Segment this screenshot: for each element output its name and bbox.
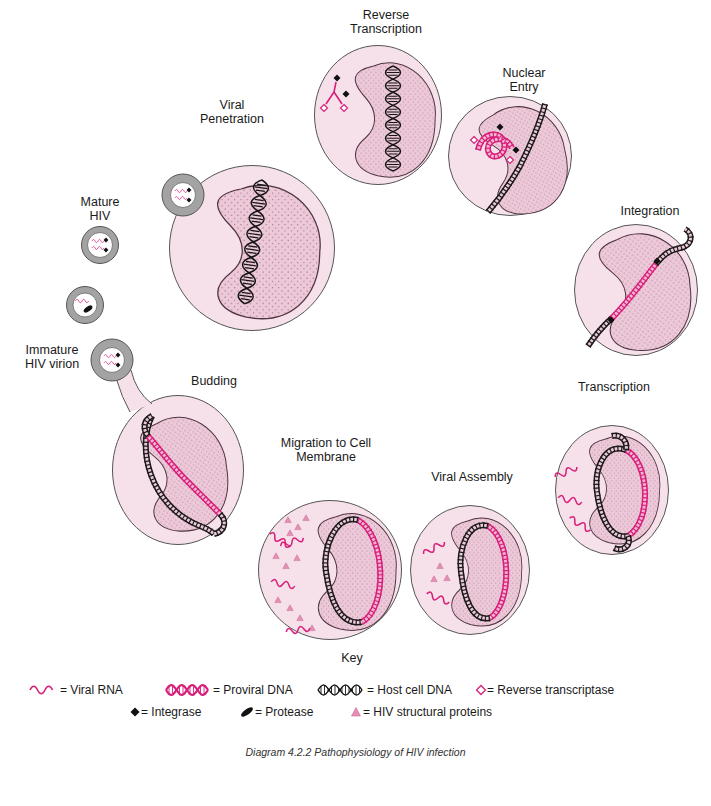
- legend-text: = Protease: [255, 705, 313, 719]
- proviral-dna-sample: [172, 686, 173, 694]
- proviral-dna-sample: [204, 686, 205, 694]
- legend-sample: [351, 704, 363, 720]
- host-dna-sample: [321, 687, 322, 694]
- proviral-dna-sample: [176, 689, 177, 690]
- proviral-dna-sample: [207, 689, 208, 690]
- cell-stage: Migration to Cell Membrane: [258, 500, 402, 640]
- viral-rna-sample: [30, 686, 53, 694]
- legend-text: = HIV structural proteins: [363, 705, 492, 719]
- cell-membrane: [170, 166, 335, 331]
- cell-membrane: [556, 426, 669, 555]
- stage-label: Viral Penetration: [195, 98, 269, 126]
- legend-sample: [166, 682, 211, 698]
- host-dna-sample: [331, 687, 332, 693]
- cell-outline: [258, 500, 402, 640]
- stage-label: Immature HIV virion: [20, 343, 84, 371]
- virion-outline: [66, 286, 104, 324]
- cell-membrane: [315, 46, 442, 185]
- proviral-dna-sample: [197, 689, 198, 690]
- cell-outline: [169, 165, 335, 331]
- proviral-dna-sample: [166, 685, 208, 695]
- legend-sample: [318, 682, 365, 698]
- stage-label: Reverse Transcription: [342, 8, 430, 36]
- host-dna-sample: [324, 686, 325, 695]
- virion: Mature HIV: [81, 226, 119, 264]
- protease-sample: [240, 706, 255, 719]
- cell-stage: Viral Assembly: [410, 505, 530, 635]
- cell-stage: Viral Penetration: [169, 165, 335, 331]
- legend-text: = Viral RNA: [60, 683, 123, 697]
- cell-membrane: [259, 501, 402, 640]
- cell-outline: [314, 45, 442, 185]
- legend-text: = Host cell DNA: [367, 683, 452, 697]
- host-dna-sample: [335, 686, 336, 695]
- proviral-dna-sample: [190, 686, 191, 693]
- cell-outline: [574, 224, 698, 356]
- host-dna-sample: [359, 687, 360, 693]
- host-dna-sample: [328, 689, 329, 692]
- proviral-dna-sample: [183, 686, 184, 694]
- virion-outline: [81, 226, 119, 264]
- proviral-dna-sample: [179, 686, 180, 693]
- legend-sample: [476, 682, 488, 698]
- proviral-dna-sample: [200, 686, 201, 693]
- host-dna-sample: [345, 686, 346, 695]
- host-dna-sample: [356, 686, 357, 695]
- stage-label: Transcription: [569, 380, 659, 394]
- legend-text: = Reverse transcriptase: [487, 683, 614, 697]
- legend-sample: [130, 704, 142, 720]
- integrase-sample: [131, 708, 140, 717]
- cell-membrane: [411, 506, 530, 635]
- host-dna-sample: [318, 685, 362, 695]
- cell-stage: Reverse Transcription: [314, 45, 442, 185]
- cell-membrane: [113, 396, 244, 545]
- virion: Immature HIV virion: [66, 286, 104, 324]
- figure-caption: Diagram 4.2.2 Pathophysiology of HIV inf…: [0, 746, 711, 758]
- stage-label: Mature HIV: [75, 195, 125, 223]
- budding-illustration: [91, 339, 133, 381]
- proviral-dna-sample: [169, 686, 170, 693]
- structural-protein-sample: [352, 708, 361, 717]
- cell-outline: [112, 395, 244, 545]
- cell-stage: Integration: [574, 224, 698, 356]
- cell-outline: [555, 425, 669, 555]
- cell-outline: [410, 505, 530, 635]
- host-dna-sample: [338, 688, 339, 692]
- stage-label: Viral Assembly: [417, 470, 527, 484]
- cell-membrane: [449, 97, 572, 216]
- stage-label: Nuclear Entry: [497, 66, 551, 94]
- host-dna-sample: [318, 685, 362, 695]
- cell-outline: [448, 96, 572, 216]
- proviral-dna-sample: [166, 685, 208, 695]
- stage-label: Integration: [610, 204, 690, 218]
- proviral-dna-sample: [193, 686, 194, 694]
- stage-label: Budding: [184, 374, 244, 388]
- host-dna-sample: [352, 688, 353, 692]
- virion-envelope: [82, 227, 119, 264]
- host-dna-sample: [342, 688, 343, 693]
- legend-sample: [28, 682, 58, 698]
- virion-envelope: [67, 287, 104, 324]
- proviral-dna-sample: [186, 689, 187, 690]
- cell-membrane: [575, 225, 698, 356]
- cell-stage: Nuclear Entry: [448, 96, 572, 216]
- legend-text: = Proviral DNA: [213, 683, 293, 697]
- cell-stage: Budding: [112, 395, 244, 545]
- host-dna-sample: [349, 688, 350, 693]
- legend-sample: [240, 704, 253, 720]
- reverse-transcriptase-sample: [477, 686, 486, 695]
- cell-stage: Transcription: [555, 425, 669, 555]
- key-heading: Key: [312, 651, 392, 665]
- stage-label: Migration to Cell Membrane: [280, 436, 372, 464]
- legend-text: = Integrase: [141, 705, 201, 719]
